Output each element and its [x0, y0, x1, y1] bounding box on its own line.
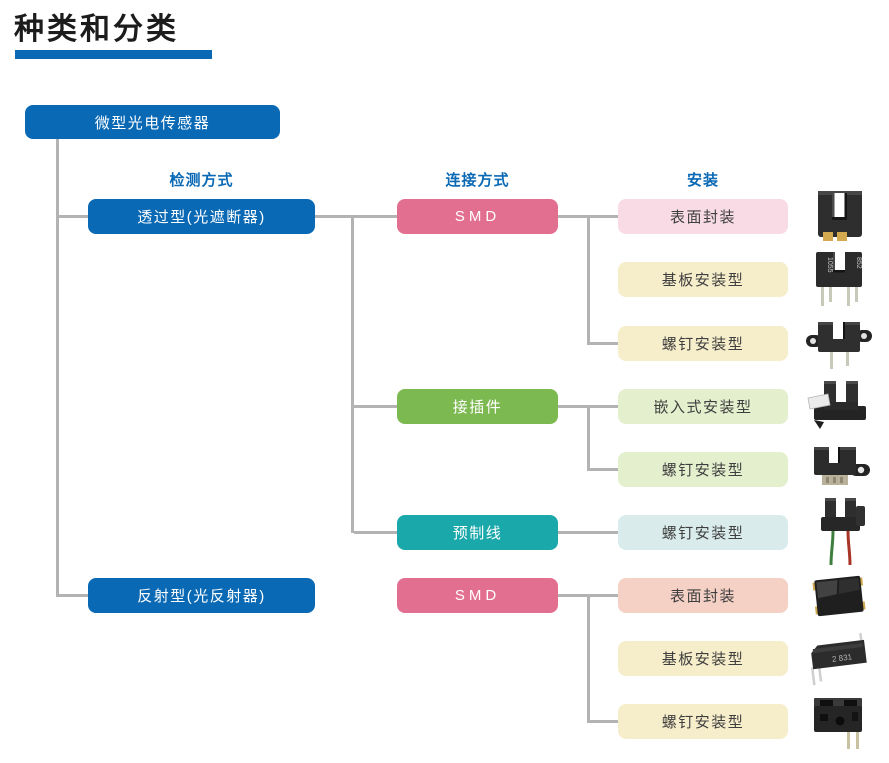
node-mount-screw-2: 螺钉安装型: [618, 452, 788, 487]
node-smd-transmissive: SMD: [397, 199, 558, 234]
title-underline-bar: [15, 50, 212, 59]
node-root-sensor: 微型光电传感器: [25, 105, 280, 139]
product-photo-screw-connector-slot-sensor: [802, 440, 876, 500]
connector-line: [351, 215, 354, 533]
node-mount-board-2: 基板安装型: [618, 641, 788, 676]
connector-line: [587, 215, 590, 345]
product-photo-screw-slot-sensor: [802, 315, 876, 375]
connector-line: [56, 139, 59, 596]
page-title: 种类和分类: [14, 13, 179, 46]
node-connector-type: 接插件: [397, 389, 558, 424]
node-reflective-type: 反射型(光反射器): [88, 578, 315, 613]
product-photo-smd-slot-sensor: [802, 187, 876, 247]
column-header-mount: 安装: [686, 171, 719, 189]
connector-line: [354, 405, 397, 408]
node-transmissive-type: 透过型(光遮断器): [88, 199, 315, 234]
connector-line: [587, 405, 590, 471]
product-photo-smd-reflective-sensor: [802, 566, 876, 626]
connector-line: [354, 531, 397, 534]
column-header-connection: 连接方式: [445, 171, 510, 189]
node-smd-reflective: SMD: [397, 578, 558, 613]
node-mount-embedded: 嵌入式安装型: [618, 389, 788, 424]
product-photo-prewired-slot-sensor: [802, 498, 876, 566]
product-photo-board-reflective-sensor: 2 831: [802, 628, 876, 688]
product-marking: 852: [855, 257, 862, 269]
product-photo-screw-reflective-sensor: [802, 691, 876, 751]
connector-line: [315, 215, 397, 218]
node-mount-screw-1: 螺钉安装型: [618, 326, 788, 361]
connector-line: [590, 342, 618, 345]
node-prewired-type: 预制线: [397, 515, 558, 550]
node-mount-surface-2: 表面封装: [618, 578, 788, 613]
product-photo-board-slot-sensor: 1055 852: [802, 250, 876, 310]
connector-line: [56, 594, 88, 597]
connector-line: [590, 720, 618, 723]
connector-line: [587, 594, 590, 723]
product-marking: 1055: [826, 257, 833, 273]
connector-line: [558, 531, 618, 534]
connector-line: [56, 215, 88, 218]
product-photo-connector-slot-sensor: [802, 376, 876, 436]
column-header-detection: 检测方式: [169, 171, 234, 189]
node-mount-board-1: 基板安装型: [618, 262, 788, 297]
connector-line: [590, 468, 618, 471]
node-mount-screw-3: 螺钉安装型: [618, 515, 788, 550]
node-mount-screw-4: 螺钉安装型: [618, 704, 788, 739]
node-mount-surface-1: 表面封装: [618, 199, 788, 234]
product-marking: 2 831: [832, 652, 854, 663]
